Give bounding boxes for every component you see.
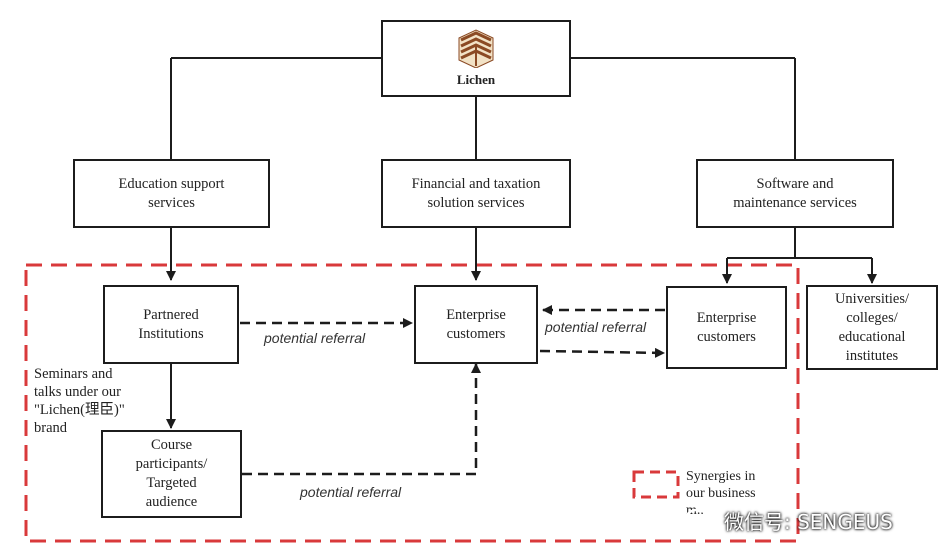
universities-box: Universities/ colleges/ educational inst… [806,285,938,370]
lichen-logo-box: Lichen [381,20,571,97]
course-participants-box: Course participants/ Targeted audience [101,430,242,518]
partnered-institutions-box: Partnered Institutions [103,285,239,364]
watermark-text: 微信号: SENGEUS [724,510,893,534]
tree-connectors [166,57,877,429]
financial-taxation-box: Financial and taxation solution services [381,159,571,228]
enterprise-customers-center-box: Enterprise customers [414,285,538,364]
education-support-box: Education support services [73,159,270,228]
synergy-region [24,263,800,543]
legend-swatch [632,470,680,499]
wechat-watermark: 微信号: SENGEUS [684,506,893,535]
enterprise-customers-right-box: Enterprise customers [666,286,787,369]
referral-arrows [240,305,665,476]
seminars-label: Seminars and talks under our "Lichen(理臣)… [34,366,125,436]
referral-label-course: potential referral [300,484,402,500]
logo-name: Lichen [456,72,496,87]
referral-label-partnered: potential referral [264,330,366,346]
lichen-logo-icon [458,29,494,68]
software-maintenance-box: Software and maintenance services [696,159,894,228]
legend-text: Synergies in our business m... [686,469,756,518]
referral-label-enterprise: potential referral [545,319,647,335]
wechat-icon [684,508,718,532]
